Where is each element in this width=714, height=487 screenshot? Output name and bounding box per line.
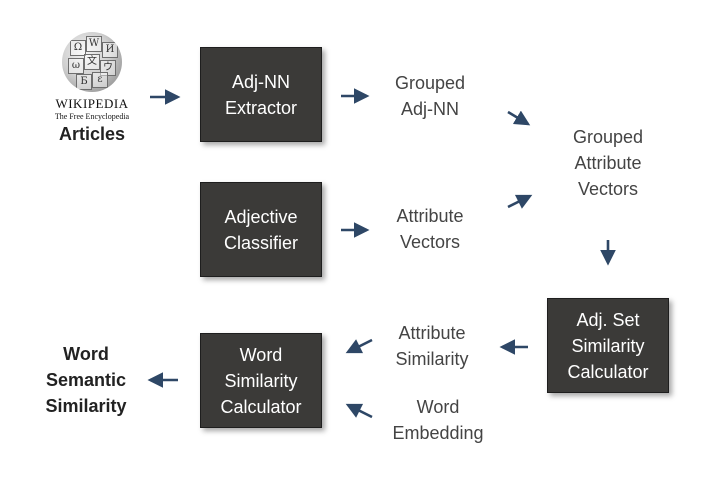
label-line: Similarity — [395, 349, 469, 369]
adjective-classifier-box: Adjective Classifier — [200, 182, 322, 277]
attribute-vectors-label: Attribute Vectors — [375, 203, 485, 255]
label-line: Attribute — [574, 153, 642, 173]
box-line: Calculator — [220, 396, 302, 417]
wikipedia-source: Ω W И ω 文 ウ Б ε WIKIPEDIA The Free Encyc… — [46, 32, 156, 150]
label-line: Attribute — [398, 323, 466, 343]
box-line: Word — [239, 344, 283, 365]
word-similarity-calculator-box: Word Similarity Calculator — [200, 333, 322, 428]
word-embedding-label: Word Embedding — [383, 394, 493, 446]
arrow-grouped-adj-nn-to-grouped-vectors — [507, 110, 531, 126]
label-line: Adj-NN — [400, 99, 459, 119]
arrow-attribute-vectors-to-grouped-vectors — [507, 194, 533, 209]
label-line: Grouped — [394, 73, 466, 93]
label-line: Embedding — [392, 423, 484, 443]
attribute-similarity-label: Attribute Similarity — [377, 320, 487, 372]
label-line: Attribute — [396, 206, 464, 226]
label-line: Grouped — [572, 127, 644, 147]
box-line: Similarity — [571, 335, 645, 356]
arrow-word-embedding-to-word-calculator — [345, 403, 373, 419]
box-line: Calculator — [567, 361, 649, 382]
arrow-attribute-similarity-to-word-calculator — [345, 338, 373, 354]
adj-set-similarity-calculator-box: Adj. Set Similarity Calculator — [547, 298, 669, 393]
box-line: Similarity — [224, 370, 298, 391]
grouped-adj-nn-label: Grouped Adj-NN — [375, 70, 485, 122]
output-line: Similarity — [45, 396, 127, 416]
label-line: Vectors — [399, 232, 461, 252]
box-line: Extractor — [224, 97, 298, 118]
word-semantic-similarity-output: Word Semantic Similarity — [36, 341, 136, 419]
output-line: Semantic — [45, 370, 127, 390]
output-line: Word — [63, 344, 109, 364]
wikipedia-wordmark: WIKIPEDIA — [55, 96, 129, 111]
box-line: Classifier — [223, 232, 298, 253]
label-line: Word — [416, 397, 460, 417]
grouped-attribute-vectors-label: Grouped Attribute Vectors — [548, 124, 668, 202]
box-line: Adj. Set — [576, 309, 640, 330]
wikipedia-globe-icon: Ω W И ω 文 ウ Б ε — [62, 32, 122, 92]
articles-label: Articles — [58, 124, 126, 144]
box-line: Adjective — [224, 206, 298, 227]
box-line: Adj-NN — [231, 71, 290, 92]
label-line: Vectors — [577, 179, 639, 199]
wikipedia-tagline: The Free Encyclopedia — [54, 112, 130, 121]
adj-nn-extractor-box: Adj-NN Extractor — [200, 47, 322, 142]
